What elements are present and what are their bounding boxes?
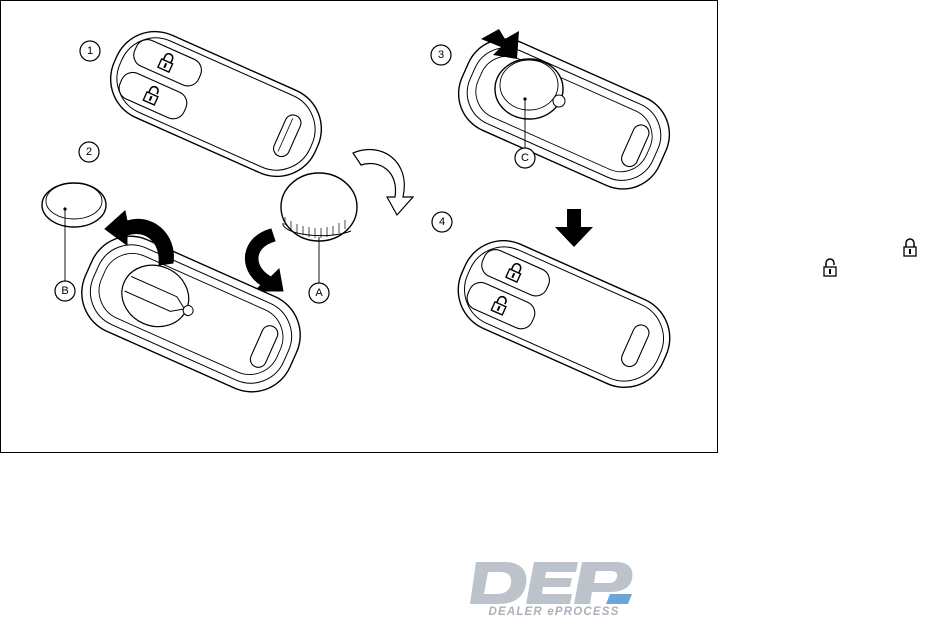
callout-b: B [55,281,75,301]
step-3-marker: 3 [431,45,451,65]
step-number: 2 [86,146,92,158]
unlock-icon [823,258,837,278]
figure-drawing: 1 2 3 4 A B C [1,1,719,454]
step-number: 1 [87,45,93,57]
callout-c: C [515,148,535,168]
press-arrow [555,209,593,247]
lock-icon [903,238,917,258]
battery-b [42,183,106,227]
remote-step-1 [97,18,335,190]
logo-tagline: DEALER ePROCESS [474,606,634,618]
step-1-marker: 1 [80,41,100,61]
step-4-marker: 4 [432,212,452,232]
coin-a [281,173,357,241]
remote-step-4 [445,227,683,401]
remote-step-2 [68,223,313,405]
step-2-marker: 2 [79,142,99,162]
callout-letter: C [521,152,529,164]
step-number: 4 [439,216,445,228]
battery-replacement-figure: 1 2 3 4 A B C [0,0,718,453]
step-number: 3 [438,49,444,61]
callout-letter: B [61,285,68,297]
callout-a: A [309,283,329,303]
callout-letter: A [315,287,323,299]
remote-step-3 [446,26,682,202]
